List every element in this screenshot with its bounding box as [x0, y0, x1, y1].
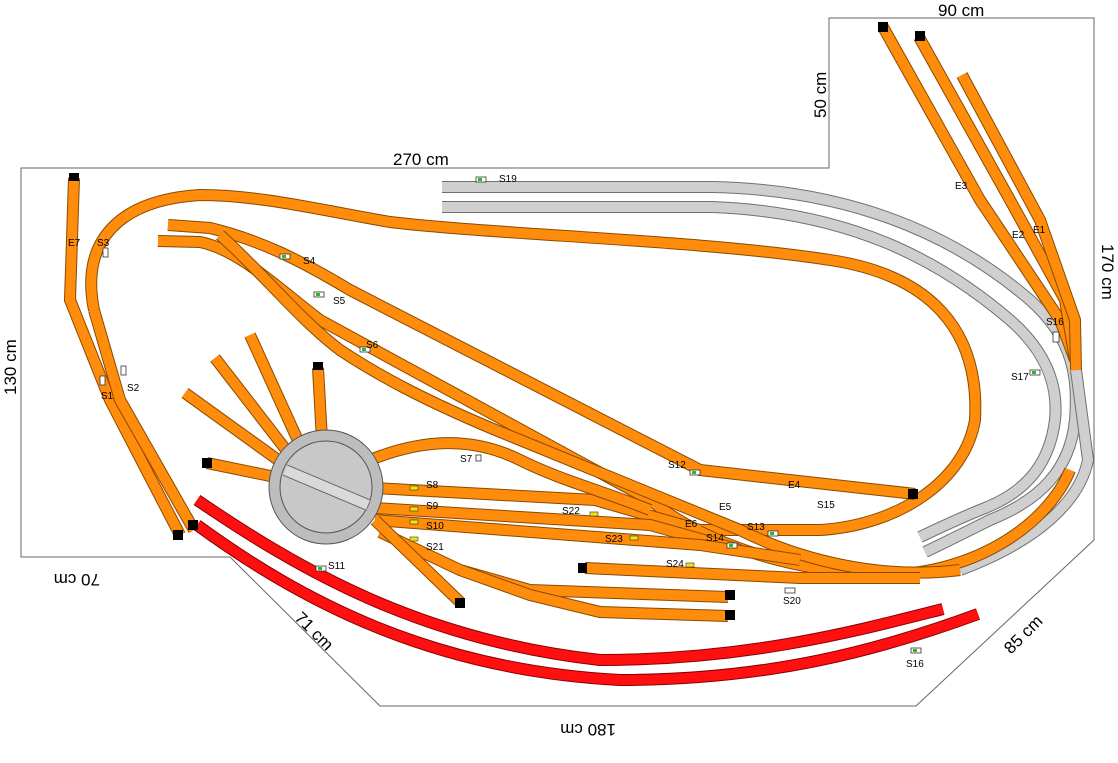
- dim-right-upper: 50 cm: [811, 72, 830, 118]
- label-s3: S3: [97, 238, 110, 249]
- grey-track-group: [442, 181, 1095, 576]
- dim-right: 170 cm: [1098, 244, 1117, 300]
- dim-bottom-left: 70 cm: [54, 570, 100, 589]
- label-s16b: S16: [906, 659, 924, 670]
- label-e4: E4: [788, 480, 801, 491]
- label-s21: S21: [426, 542, 444, 553]
- label-s5: S5: [333, 296, 346, 307]
- label-s7: S7: [460, 454, 473, 465]
- label-e2: E2: [1012, 230, 1025, 241]
- dim-top-right: 90 cm: [938, 1, 984, 20]
- baseboard-outline: [20, 17, 1095, 707]
- label-s9: S9: [426, 501, 439, 512]
- orange-track-group: [63, 24, 1082, 622]
- dim-left: 130 cm: [1, 339, 20, 395]
- label-s4: S4: [303, 256, 316, 267]
- red-track-group: [193, 495, 981, 687]
- label-s12: S12: [668, 460, 686, 471]
- label-s14: S14: [706, 533, 724, 544]
- dim-bottom: 180 cm: [560, 720, 616, 739]
- label-s10: S10: [426, 521, 444, 532]
- dim-diag-right: 85 cm: [1000, 612, 1046, 658]
- label-s20: S20: [783, 596, 801, 607]
- label-s13: S13: [747, 522, 765, 533]
- label-s8: S8: [426, 480, 439, 491]
- dim-diag-left: 71 cm: [291, 608, 337, 654]
- dim-top: 270 cm: [393, 150, 449, 169]
- label-s2: S2: [127, 383, 140, 394]
- turntable[interactable]: [268, 429, 384, 545]
- label-e5: E5: [719, 502, 732, 513]
- label-e1: E1: [1033, 225, 1046, 236]
- label-s1: S1: [101, 391, 114, 402]
- label-e6: E6: [685, 519, 698, 530]
- signal-markers: [99, 176, 1060, 654]
- label-s24: S24: [666, 559, 684, 570]
- label-s23: S23: [605, 534, 623, 545]
- label-s15: S15: [817, 500, 835, 511]
- label-s6: S6: [366, 340, 379, 351]
- label-s19: S19: [499, 174, 517, 185]
- label-s22: S22: [562, 506, 580, 517]
- label-s16a: S16: [1046, 317, 1064, 328]
- label-e7: E7: [68, 238, 81, 249]
- label-s17: S17: [1011, 372, 1029, 383]
- bumper-group: [69, 22, 925, 620]
- label-e3: E3: [955, 181, 968, 192]
- label-s11: S11: [328, 561, 345, 572]
